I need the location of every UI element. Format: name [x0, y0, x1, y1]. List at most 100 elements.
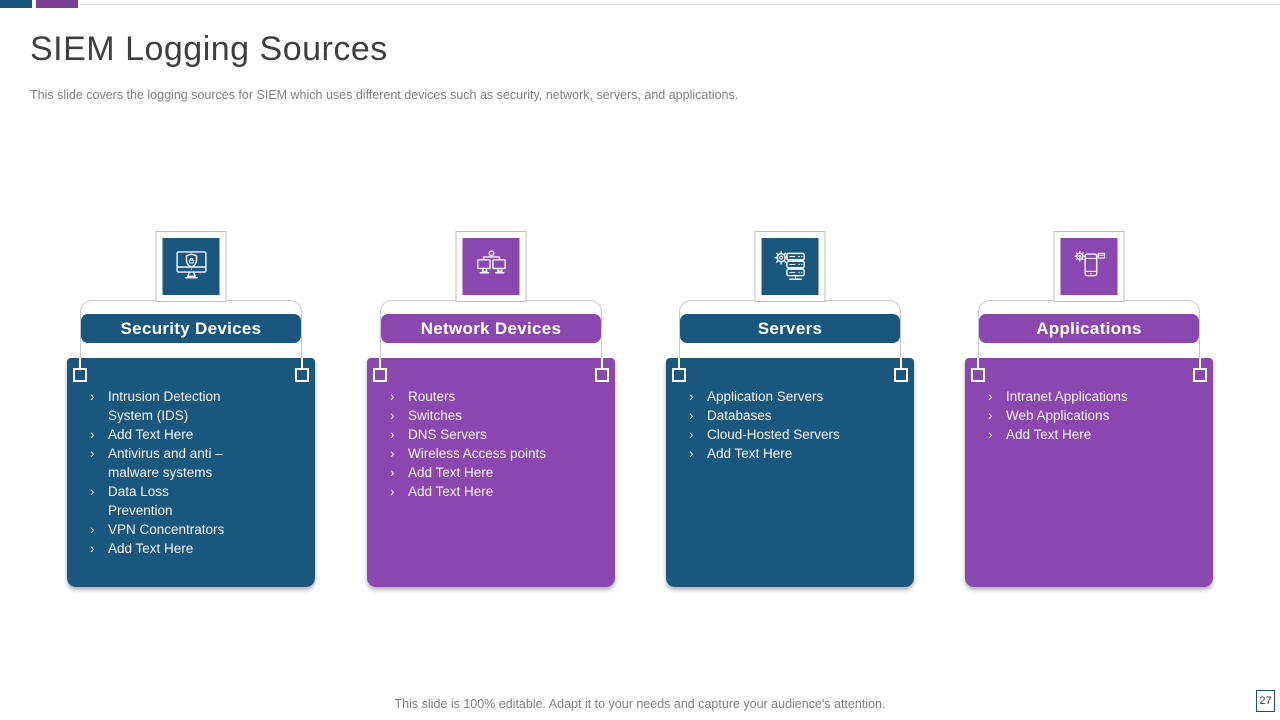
bullet-list: › Intrusion Detection System (IDS) › Add T… — [67, 358, 315, 558]
bullet-icon: › — [390, 484, 395, 499]
list-item-text: Routers — [408, 389, 456, 404]
list-item: › Wireless Access points — [390, 444, 607, 463]
column-body: › Routers › Switches › DNS Servers › Wireles… — [367, 358, 615, 587]
bullet-icon: › — [390, 389, 395, 404]
column-title: Network Devices — [420, 318, 562, 338]
slide-number: 27 — [1256, 690, 1275, 712]
network-computers-icon — [476, 249, 506, 273]
top-rule-line — [80, 4, 1280, 5]
bullet-icon: › — [988, 389, 993, 404]
column-applications: Applications › Intranet Applications › Web… — [965, 231, 1213, 587]
icon-tile — [754, 231, 826, 302]
bullet-icon: › — [90, 484, 95, 499]
connector-line-right — [1199, 358, 1201, 369]
list-item-text: Add Text Here — [408, 484, 494, 499]
icon-tile — [155, 231, 227, 302]
connector-line-left — [79, 358, 81, 369]
connector-square-left — [971, 368, 985, 382]
server-gear-icon — [773, 250, 805, 280]
bullet-icon: › — [689, 408, 694, 423]
list-item-text: Antivirus and anti – malware systems — [108, 446, 223, 480]
connector-line-right — [301, 358, 303, 369]
accent-bar-teal — [0, 0, 32, 8]
list-item-text: Cloud-Hosted Servers — [707, 427, 840, 442]
bullet-list: ›Application Servers ›Databases ›Cloud-H… — [666, 358, 914, 463]
column-header: Security Devices — [81, 314, 301, 343]
column-security-devices: Security Devices › Intrusion Detection Sy… — [67, 231, 315, 587]
bullet-icon: › — [90, 389, 95, 404]
list-item-text: Databases — [707, 408, 772, 423]
column-body: › Intranet Applications › Web Applications… — [965, 358, 1213, 587]
column-body: › Intrusion Detection System (IDS) › Add T… — [67, 358, 315, 587]
connector-line-left — [977, 358, 979, 369]
list-item-text: Web Applications — [1006, 408, 1110, 423]
list-item: › Application Servers — [689, 387, 906, 406]
icon-background — [761, 238, 819, 295]
list-item-text: Add Text Here — [408, 465, 494, 480]
list-item-text: Add Text Here — [108, 541, 194, 556]
bullet-icon: › — [90, 541, 95, 556]
icon-background — [462, 238, 520, 295]
column-servers: Servers ›Application Servers ›Databases … — [666, 231, 914, 587]
list-item: › Add Text Here — [988, 425, 1205, 444]
icon-background — [162, 238, 220, 295]
bullet-list: › Routers › Switches › DNS Servers › Wireles… — [367, 358, 615, 501]
bullet-icon: › — [390, 465, 395, 480]
list-item-text: Wireless Access points — [408, 446, 547, 461]
list-item: › Add Text Here — [90, 425, 307, 444]
column-header: Applications — [979, 314, 1199, 343]
icon-background — [1060, 238, 1118, 295]
bullet-icon: › — [390, 408, 395, 423]
bullet-icon: › — [90, 427, 95, 442]
list-item: › Add Text Here — [90, 539, 307, 558]
icon-tile — [455, 231, 527, 302]
list-item-text: VPN Concentrators — [108, 522, 225, 537]
list-item-text: Application Servers — [707, 389, 824, 404]
connector-square-right — [1193, 368, 1207, 382]
list-item: › Add Text Here — [390, 482, 607, 501]
list-item-text: Switches — [408, 408, 463, 423]
bullet-icon: › — [988, 408, 993, 423]
bullet-icon: › — [988, 427, 993, 442]
connector-line-left — [678, 358, 680, 369]
connector-line-right — [900, 358, 902, 369]
list-item-text: Intrusion Detection System (IDS) — [108, 389, 221, 423]
list-item: › Intrusion Detection System (IDS) — [90, 387, 307, 425]
column-title: Security Devices — [120, 318, 262, 338]
bullet-icon: › — [689, 446, 694, 461]
bullet-icon: › — [90, 446, 95, 461]
list-item: › Switches — [390, 406, 607, 425]
column-title: Applications — [1036, 318, 1142, 338]
connector-line-right — [601, 358, 603, 369]
column-body: ›Application Servers ›Databases ›Cloud-H… — [666, 358, 914, 587]
connector-square-right — [595, 368, 609, 382]
list-item-text: Add Text Here — [108, 427, 194, 442]
security-monitor-shield-icon — [175, 250, 207, 278]
bullet-icon: › — [689, 389, 694, 404]
list-item: ›Cloud-Hosted Servers — [689, 425, 906, 444]
connector-line-left — [379, 358, 381, 369]
list-item: › Data Loss Prevention — [90, 482, 307, 520]
list-item-text: Add Text Here — [1006, 427, 1092, 442]
column-header: Network Devices — [381, 314, 601, 343]
bullet-icon: › — [390, 427, 395, 442]
column-network-devices: Network Devices › Routers › Switches › DNS … — [367, 231, 615, 587]
list-item: › Databases — [689, 406, 906, 425]
list-item: ›Add Text Here — [689, 444, 906, 463]
connector-square-left — [73, 368, 87, 382]
icon-tile — [1053, 231, 1125, 302]
footer-note: This slide is 100% editable. Adapt it to… — [394, 697, 886, 711]
column-header: Servers — [680, 314, 900, 343]
list-item-text: Intranet Applications — [1006, 389, 1128, 404]
slide-subtitle: This slide covers the logging sources fo… — [30, 88, 739, 102]
list-item: › Antivirus and anti – malware systems — [90, 444, 307, 482]
connector-square-right — [295, 368, 309, 382]
list-item: › DNS Servers — [390, 425, 607, 444]
list-item: › Intranet Applications — [988, 387, 1205, 406]
list-item: ›VPN Concentrators — [90, 520, 307, 539]
list-item-text: Data Loss Prevention — [108, 484, 173, 518]
bullet-icon: › — [390, 446, 395, 461]
connector-square-left — [373, 368, 387, 382]
list-item-text: DNS Servers — [408, 427, 487, 442]
